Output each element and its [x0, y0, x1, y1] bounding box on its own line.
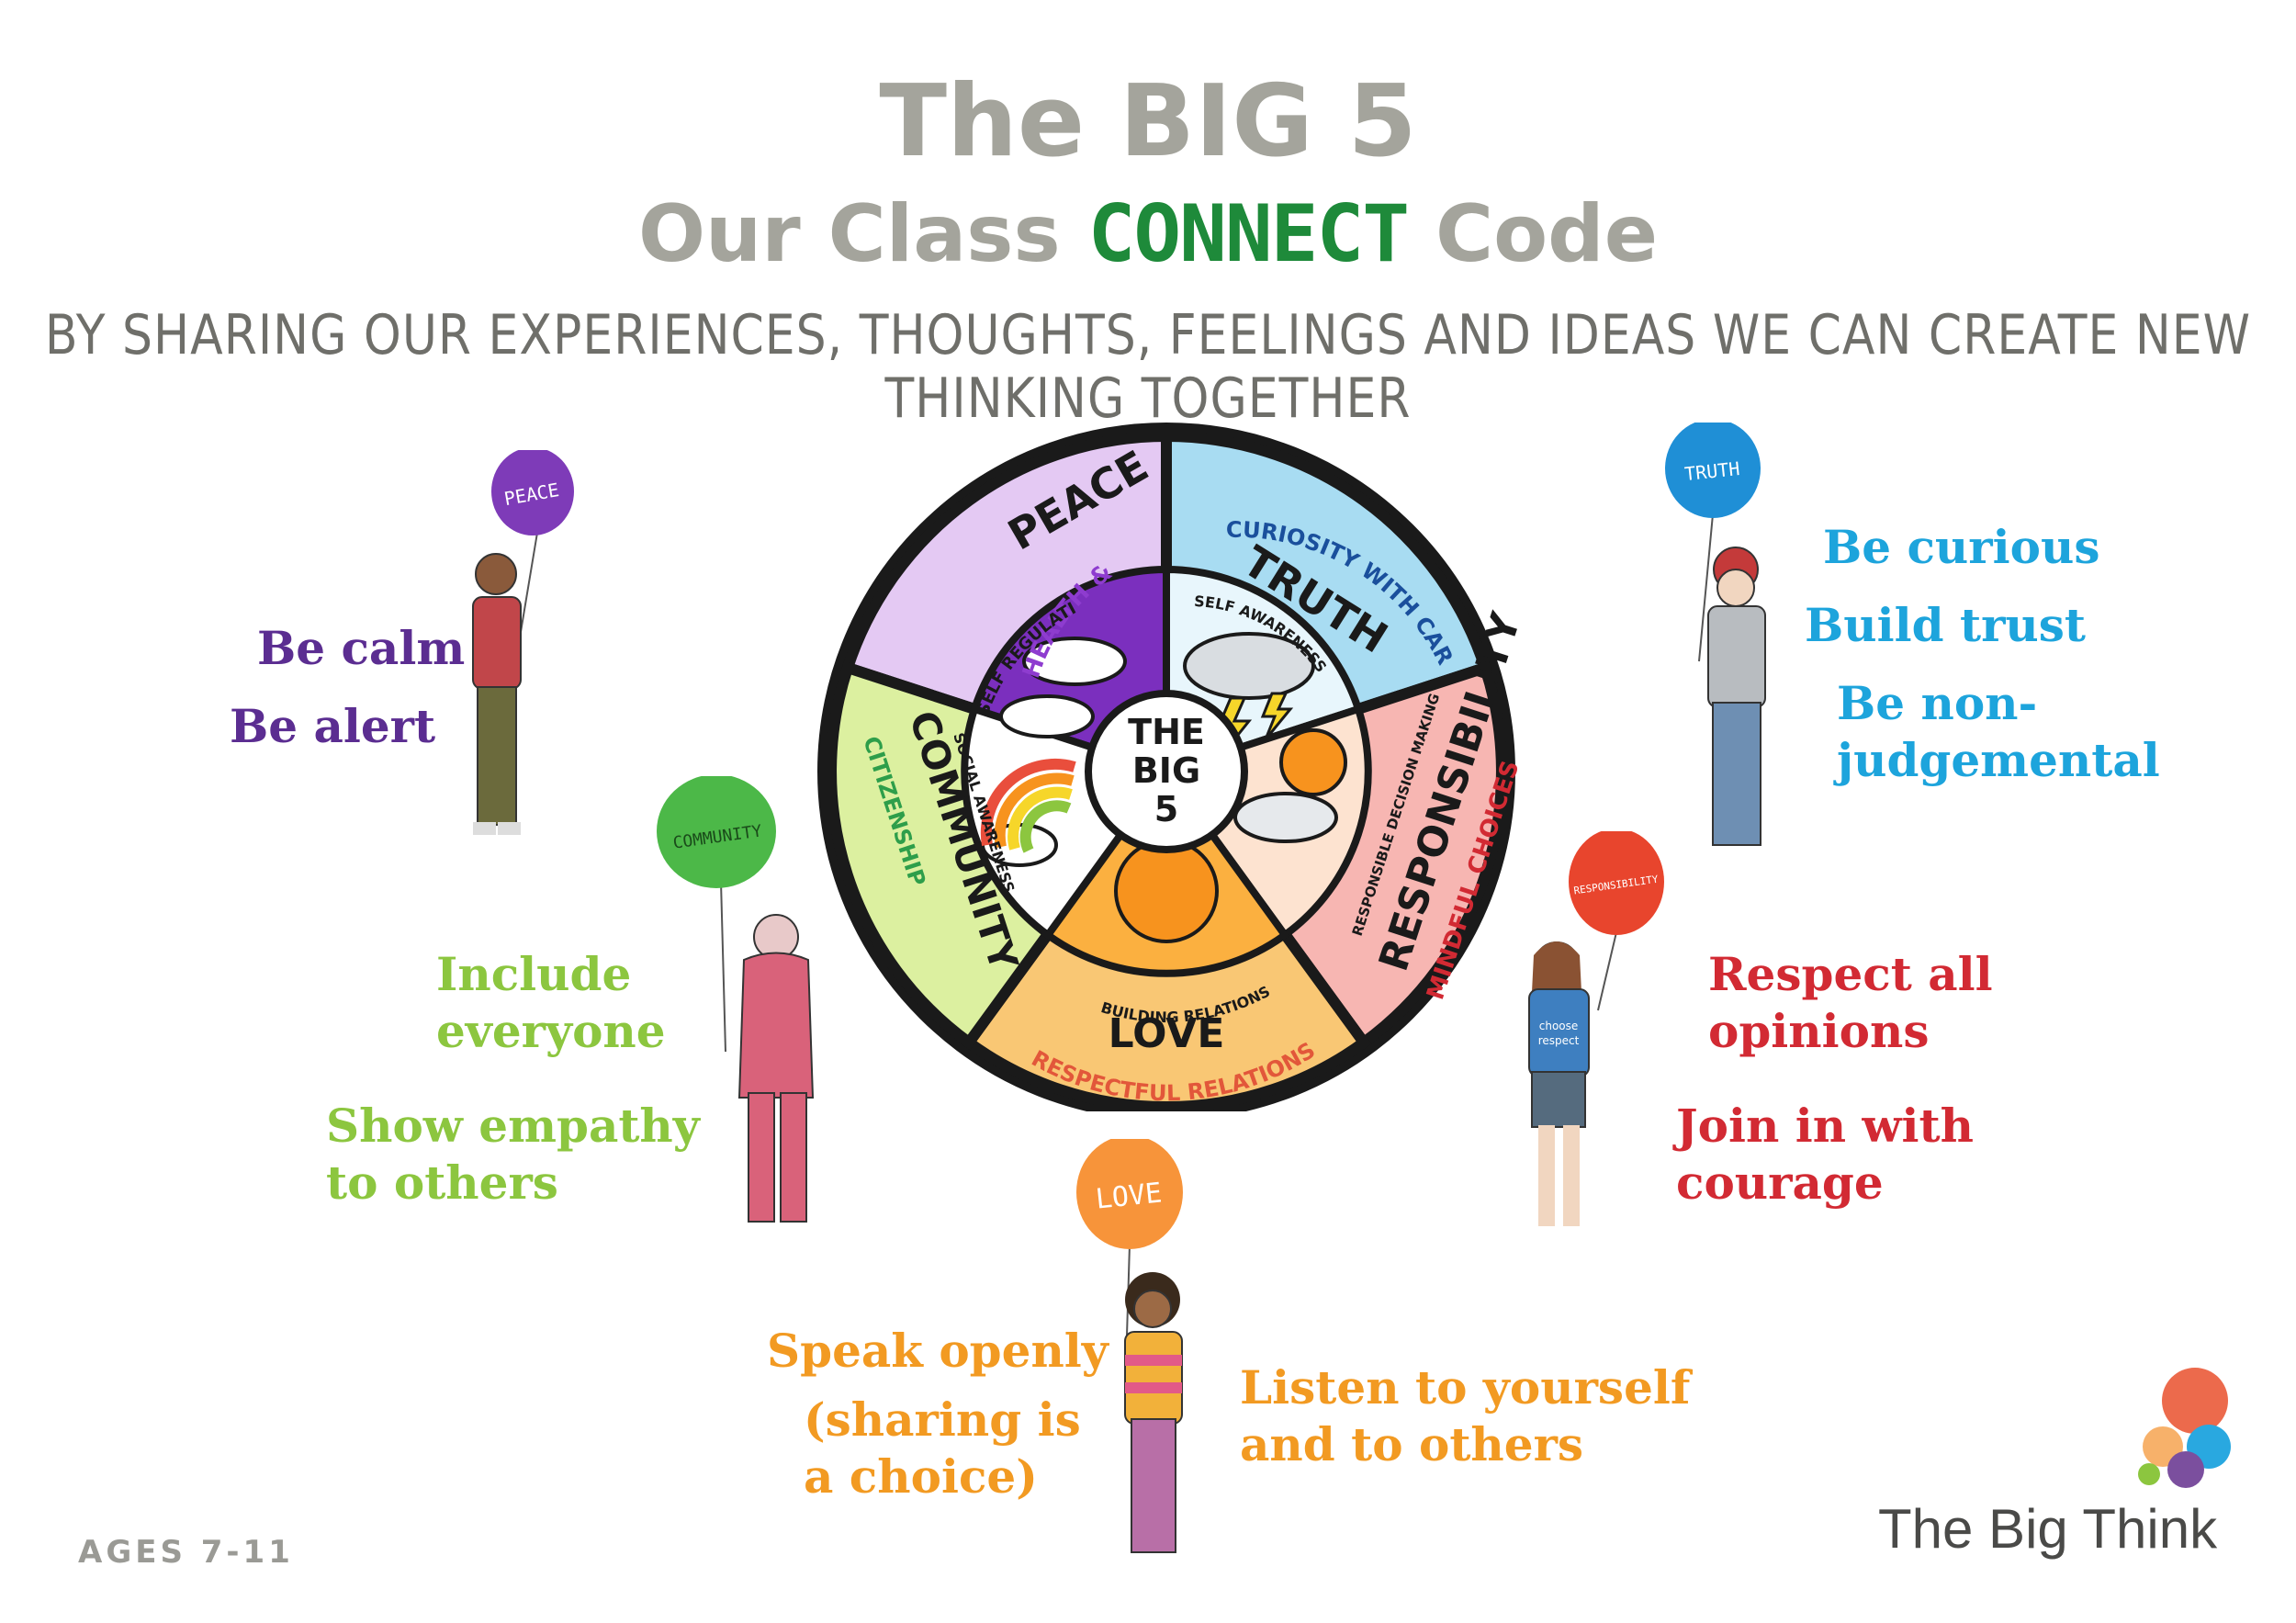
logo-dot-green: [2138, 1463, 2160, 1485]
cloud-icon: [1233, 792, 1338, 843]
shirt: [472, 596, 522, 690]
community-value-1: Include everyone: [436, 947, 666, 1058]
responsibility-balloon: [1569, 831, 1664, 935]
love-balloon-label: LOVE: [1094, 1177, 1164, 1215]
striped-top: [1124, 1331, 1183, 1425]
tunic: [737, 952, 815, 1099]
head: [475, 553, 517, 595]
sun-icon: [1114, 839, 1219, 943]
community-balloon: [657, 776, 776, 888]
balloon-string: [1698, 513, 1714, 662]
responsibility-character: RESPONSIBILITY choose respect: [1528, 831, 1664, 1226]
inner-ring: [961, 565, 1372, 977]
subtitle-connect: CONNECT: [1087, 188, 1410, 280]
center-line-1: THE: [1128, 712, 1205, 752]
tshirt-text: respect: [1538, 1034, 1580, 1047]
shorts: [1531, 1071, 1586, 1128]
leg: [748, 1092, 775, 1223]
trousers: [477, 686, 517, 826]
page-title: The BIG 5: [879, 64, 1417, 179]
page-subtitle: Our Class CONNECT Code: [0, 188, 2296, 280]
shirt: [1707, 605, 1766, 708]
responsibility-value-1: Respect all opinions: [1708, 947, 1993, 1058]
truth-value-1: Be curious: [1823, 520, 2100, 574]
love-title: LOVE: [1109, 1010, 1225, 1057]
love-balloon: [1076, 1139, 1183, 1249]
sun-icon: [1279, 728, 1347, 796]
truth-value-3: Be non- judgemental: [1837, 676, 2160, 787]
jeans: [1712, 702, 1761, 846]
subtitle-suffix: Code: [1408, 188, 1659, 280]
storm-cloud-icon: [1183, 632, 1315, 700]
center-line-2: BIG: [1132, 750, 1200, 791]
shoe: [473, 822, 496, 835]
peace-value-2: Be alert: [230, 699, 436, 753]
love-value-2: (sharing is a choice): [804, 1392, 1081, 1504]
subtitle-prefix: Our Class: [637, 188, 1088, 280]
responsibility-value-2: Join in with courage: [1676, 1099, 1974, 1210]
logo-dot-orange: [2162, 1368, 2228, 1434]
shoe: [498, 822, 521, 835]
balloon-string: [518, 532, 538, 644]
center-line-3: 5: [1154, 789, 1178, 829]
lightning-icon: [1260, 692, 1294, 740]
trousers: [1131, 1418, 1176, 1553]
stripe: [1125, 1382, 1182, 1393]
community-character: COMMUNITY: [657, 776, 815, 1223]
truth-character: TRUTH: [1665, 423, 1766, 846]
brand-logo-icon: [2138, 1368, 2231, 1488]
wheel-center: [1085, 690, 1248, 853]
leg: [780, 1092, 807, 1223]
face: [1133, 1290, 1172, 1328]
peace-balloon: [491, 450, 574, 535]
truth-value-2: Build trust: [1805, 598, 2087, 652]
hair: [1532, 941, 1581, 992]
leg: [1563, 1125, 1580, 1226]
rainbow-icon: [980, 758, 1076, 853]
truth-balloon: [1665, 423, 1761, 518]
peace-character: PEACE: [472, 450, 574, 835]
big5-wheel: THE BIG 5 HEALTH & WELLBEING PEACE SELF …: [799, 413, 1530, 1111]
cloud-icon: [999, 694, 1095, 738]
tagline: BY SHARING OUR EXPERIENCES, THOUGHTS, FE…: [44, 304, 2252, 431]
age-range: AGES 7-11: [78, 1534, 294, 1571]
brand-name: The Big Think: [1878, 1498, 2218, 1560]
cloud-icon: [1022, 637, 1127, 686]
logo-dot-purple: [2167, 1451, 2204, 1488]
love-value-3: Listen to yourself and to others: [1240, 1360, 1691, 1471]
balloon-string: [720, 881, 726, 1053]
balloon-string: [1597, 931, 1617, 1011]
face: [1716, 569, 1755, 607]
tshirt-text: choose: [1539, 1020, 1579, 1032]
leg: [1538, 1125, 1555, 1226]
stripe: [1125, 1355, 1182, 1366]
peace-value-1: Be calm: [257, 621, 466, 675]
tshirt: [1528, 988, 1590, 1077]
love-character: LOVE: [1076, 1139, 1183, 1553]
love-value-1: Speak openly: [767, 1324, 1109, 1378]
community-value-2: Show empathy to others: [326, 1099, 700, 1210]
